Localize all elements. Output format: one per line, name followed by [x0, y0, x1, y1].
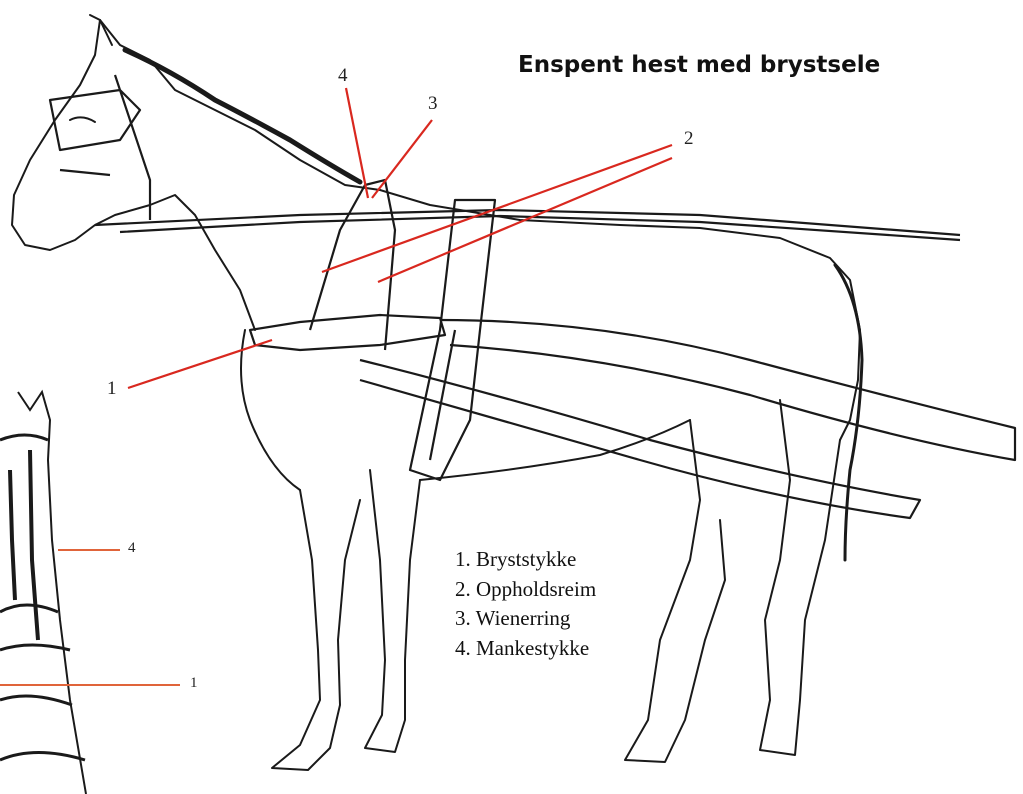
- horse-belly: [420, 420, 690, 480]
- horse-front-leg-left: [272, 490, 360, 770]
- legend-item-mankestykke: 4. Mankestykke: [455, 634, 596, 664]
- callout-4: 4: [338, 65, 348, 87]
- breast-strap: [250, 315, 445, 350]
- horse-chest: [241, 330, 300, 490]
- shaft-upper: [440, 320, 1015, 460]
- horse-tail: [835, 265, 862, 560]
- reins-lower: [120, 216, 960, 240]
- leader-line-2a: [322, 145, 672, 272]
- leader-line-1: [128, 340, 272, 388]
- horse-mane: [125, 50, 360, 182]
- bridle: [50, 75, 150, 220]
- inset-detail: [0, 392, 86, 794]
- inset-callout-4: 4: [128, 540, 136, 557]
- callout-2: 2: [684, 128, 694, 150]
- inset-callout-1: 1: [190, 675, 198, 692]
- horse-hind-leg-right: [760, 400, 840, 755]
- parts-legend: 1. Bryststykke 2. Oppholdsreim 3. Wiener…: [455, 545, 596, 663]
- legend-item-bryststykke: 1. Bryststykke: [455, 545, 596, 575]
- legend-item-oppholdsreim: 2. Oppholdsreim: [455, 575, 596, 605]
- horse-eye: [70, 117, 95, 122]
- horse-hind-leg-left: [625, 420, 725, 762]
- callout-1: 1: [107, 378, 117, 400]
- callout-3: 3: [428, 93, 438, 115]
- horse-head-outline: [100, 20, 860, 440]
- neck-strap: [310, 180, 395, 350]
- horse-front-leg-right: [365, 470, 420, 752]
- leader-line-3: [372, 120, 432, 198]
- diagram-title: Enspent hest med brystsele: [518, 52, 880, 78]
- legend-item-wienerring: 3. Wienerring: [455, 604, 596, 634]
- horse-face: [12, 20, 255, 330]
- girth: [430, 330, 455, 460]
